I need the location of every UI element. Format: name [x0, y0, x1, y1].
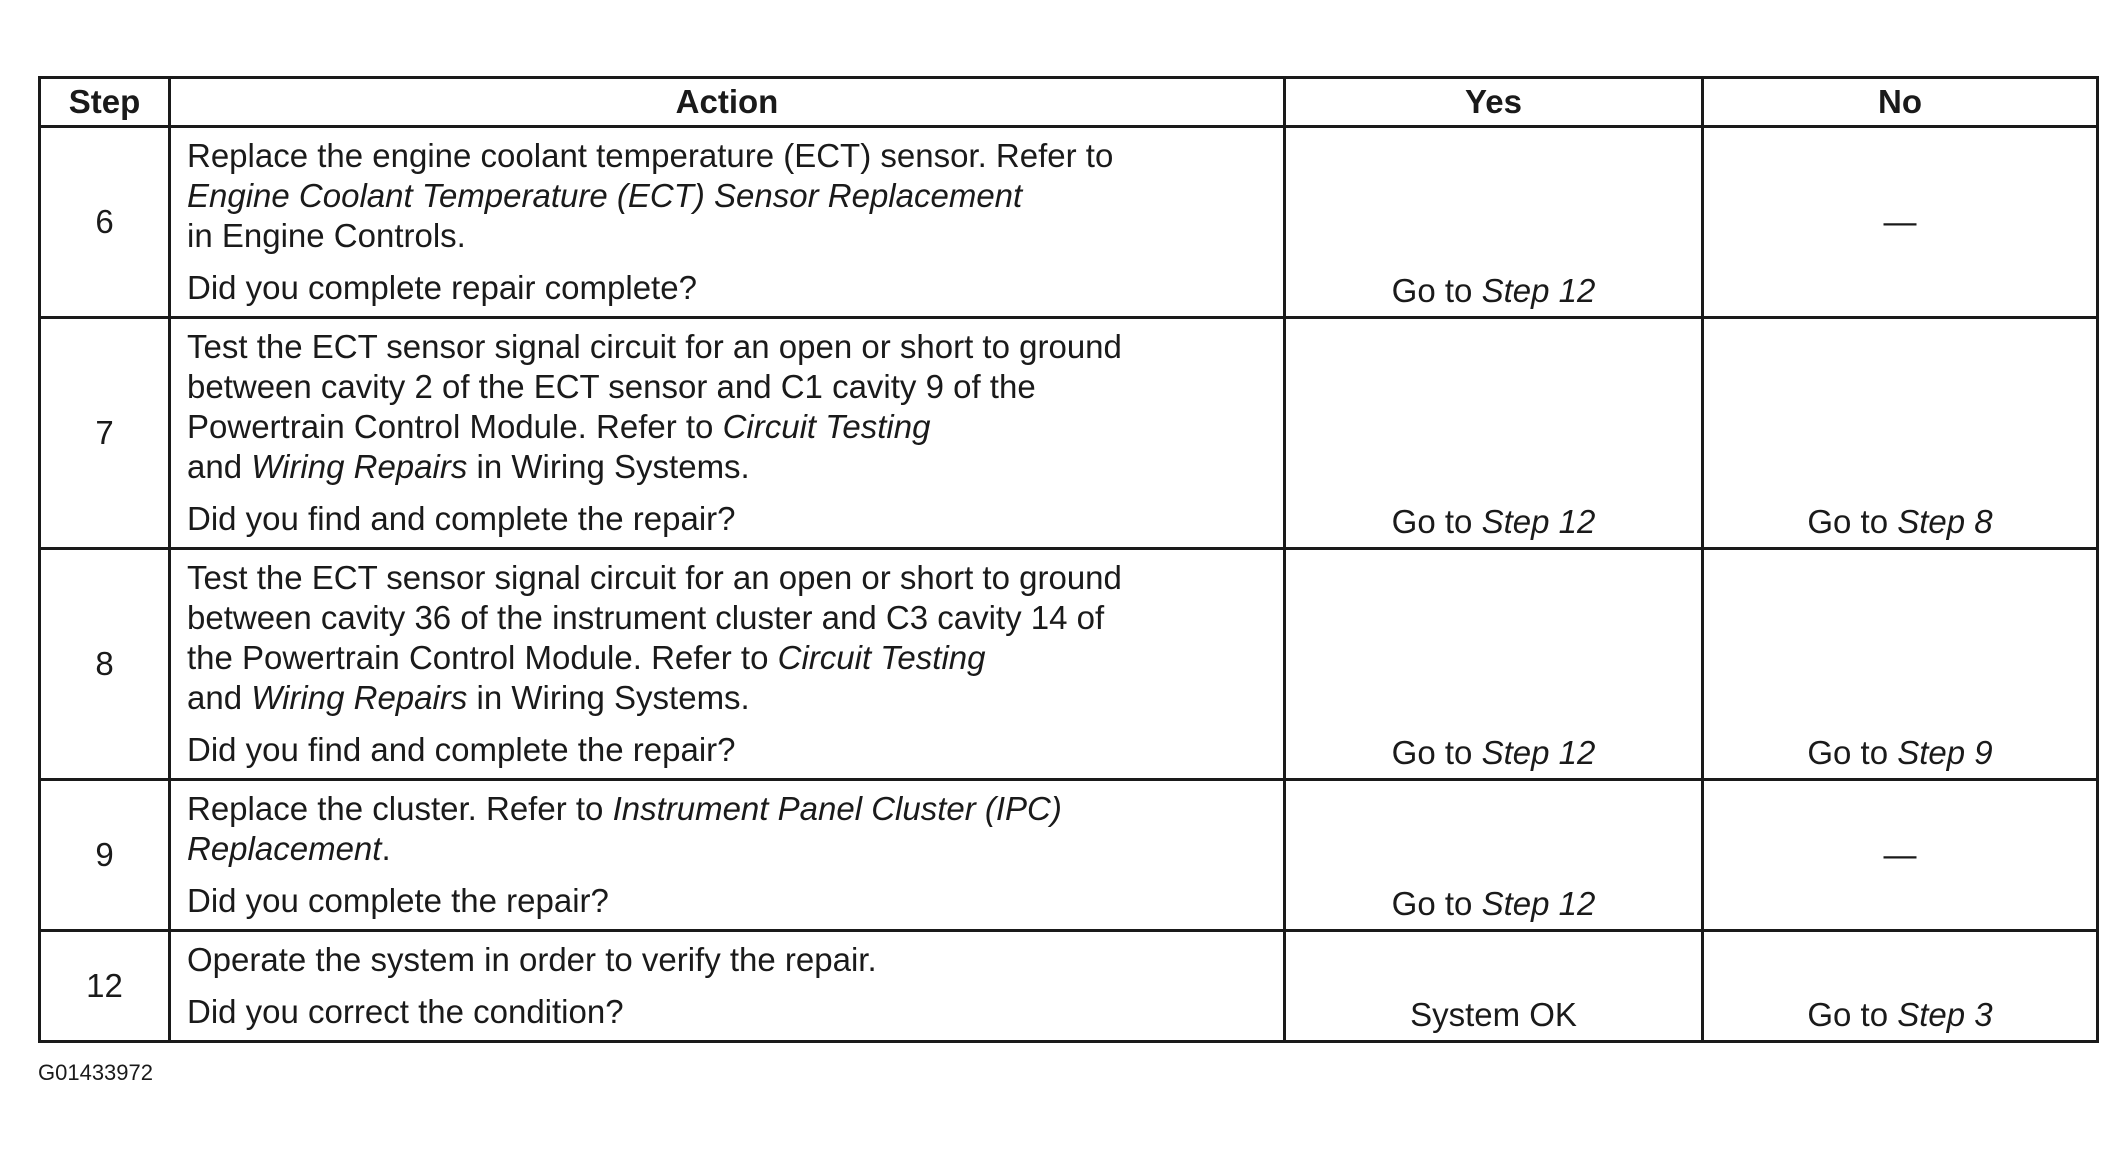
- instruction-text: Test the ECT sensor signal circuit for a…: [187, 559, 1122, 676]
- no-prefix: Go to: [1807, 996, 1889, 1033]
- reference-title: Circuit Testing: [777, 639, 986, 676]
- no-result: Go to Step 8: [1701, 316, 2099, 550]
- header-action: Action: [168, 76, 1286, 128]
- no-step-link[interactable]: Step 3: [1897, 996, 1993, 1033]
- action-question: Did you find and complete the repair?: [187, 500, 736, 537]
- instruction-text: Test the ECT sensor signal circuit for a…: [187, 328, 1122, 445]
- table-body: 6 Replace the engine coolant temperature …: [38, 125, 2099, 1043]
- step-number: 9: [38, 778, 171, 932]
- no-result: Go to Step 9: [1701, 547, 2099, 781]
- yes-prefix: Go to: [1391, 503, 1473, 540]
- instruction-text: .: [381, 830, 391, 867]
- reference-title: Engine Coolant Temperature (ECT) Sensor …: [187, 177, 1023, 214]
- reference-title: Wiring Repairs: [251, 679, 468, 716]
- no-result: —: [1701, 778, 2099, 932]
- instruction-text: Replace the engine coolant temperature (…: [187, 137, 1114, 174]
- table-row: 12 Operate the system in order to verify …: [38, 929, 2099, 1043]
- action-cell: Replace the engine coolant temperature (…: [168, 125, 1286, 319]
- table-header-row: Step Action Yes No: [38, 76, 2099, 128]
- yes-step-link[interactable]: Step 12: [1481, 734, 1596, 771]
- figure-id: G01433972: [38, 1060, 153, 1085]
- step-number: 12: [38, 929, 171, 1043]
- no-result-dash: —: [1883, 836, 1917, 873]
- instruction-text: and: [187, 679, 243, 716]
- table-row: 6 Replace the engine coolant temperature …: [38, 125, 2099, 319]
- no-step-link[interactable]: Step 8: [1897, 503, 1993, 540]
- yes-result: Go to Step 12: [1283, 125, 1704, 319]
- yes-step-link[interactable]: Step 12: [1481, 272, 1596, 309]
- diagnostic-table: Step Action Yes No 6 Replace the engine c…: [38, 76, 2099, 1043]
- no-result-dash: —: [1883, 203, 1917, 240]
- action-question: Did you find and complete the repair?: [187, 731, 736, 768]
- action-cell: Test the ECT sensor signal circuit for a…: [168, 316, 1286, 550]
- action-cell: Test the ECT sensor signal circuit for a…: [168, 547, 1286, 781]
- no-result: Go to Step 3: [1701, 929, 2099, 1043]
- action-question: Did you complete the repair?: [187, 882, 609, 919]
- no-result: —: [1701, 125, 2099, 319]
- no-prefix: Go to: [1807, 734, 1889, 771]
- instruction-text: in Engine Controls.: [187, 217, 466, 254]
- action-cell: Replace the cluster. Refer to Instrument…: [168, 778, 1286, 932]
- no-step-link[interactable]: Step 9: [1897, 734, 1993, 771]
- action-question: Did you complete repair complete?: [187, 269, 697, 306]
- header-step: Step: [38, 76, 171, 128]
- action-instruction: Test the ECT sensor signal circuit for a…: [187, 327, 1269, 487]
- yes-result: Go to Step 12: [1283, 547, 1704, 781]
- step-number: 8: [38, 547, 171, 781]
- yes-prefix: Go to: [1391, 734, 1473, 771]
- reference-title: Wiring Repairs: [251, 448, 468, 485]
- diagnostic-table-container: Step Action Yes No 6 Replace the engine c…: [38, 76, 2099, 1043]
- yes-step-link[interactable]: Step 12: [1481, 503, 1596, 540]
- action-instruction: Replace the engine coolant temperature (…: [187, 136, 1269, 256]
- reference-title: Circuit Testing: [722, 408, 931, 445]
- yes-result: Go to Step 12: [1283, 316, 1704, 550]
- instruction-text: Replace the cluster. Refer to: [187, 790, 613, 827]
- instruction-text: Operate the system in order to verify th…: [187, 941, 877, 978]
- yes-prefix: Go to: [1391, 272, 1473, 309]
- action-instruction: Replace the cluster. Refer to Instrument…: [187, 789, 1269, 869]
- instruction-text: in Wiring Systems.: [467, 679, 750, 716]
- action-instruction: Operate the system in order to verify th…: [187, 940, 1269, 980]
- action-cell: Operate the system in order to verify th…: [168, 929, 1286, 1043]
- action-question: Did you correct the condition?: [187, 993, 624, 1030]
- step-number: 7: [38, 316, 171, 550]
- instruction-text: and: [187, 448, 243, 485]
- no-prefix: Go to: [1807, 503, 1889, 540]
- header-no: No: [1701, 76, 2099, 128]
- step-number: 6: [38, 125, 171, 319]
- action-instruction: Test the ECT sensor signal circuit for a…: [187, 558, 1269, 718]
- header-yes: Yes: [1283, 76, 1704, 128]
- reference-title: Instrument Panel Cluster (IPC) Replaceme…: [187, 790, 1062, 867]
- yes-result: Go to Step 12: [1283, 778, 1704, 932]
- yes-prefix: System OK: [1410, 996, 1577, 1033]
- yes-prefix: Go to: [1391, 885, 1473, 922]
- yes-result: System OK: [1283, 929, 1704, 1043]
- instruction-text: in Wiring Systems.: [467, 448, 750, 485]
- yes-step-link[interactable]: Step 12: [1481, 885, 1596, 922]
